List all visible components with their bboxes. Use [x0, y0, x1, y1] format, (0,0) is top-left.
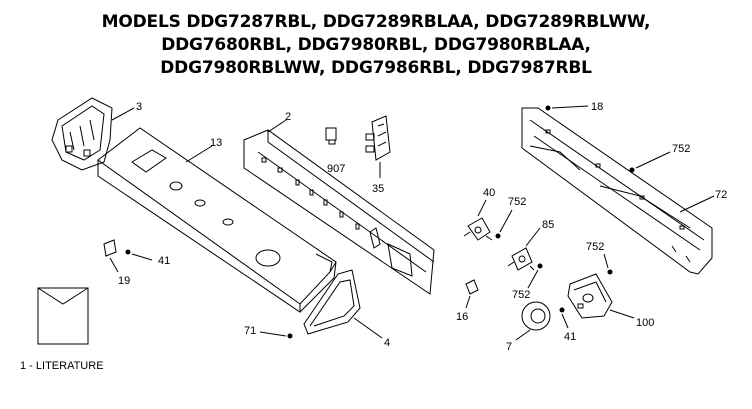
part-40-thermostat[interactable] [463, 199, 493, 241]
label-19: 19 [118, 275, 130, 287]
label-72: 72 [715, 189, 727, 201]
part-41-screw-right[interactable] [559, 307, 569, 329]
label-752-right: 752 [586, 241, 604, 253]
title-line-2: DDG7680RBL, DDG7980RBL, DDG7980RBLAA, [161, 35, 591, 55]
part-3-end-cap[interactable] [51, 97, 135, 171]
label-71: 71 [244, 325, 256, 337]
label-40: 40 [483, 187, 495, 199]
part-85-thermostat[interactable] [507, 227, 541, 271]
part-2-panel-bracket[interactable] [243, 119, 435, 295]
label-41-left: 41 [158, 255, 170, 267]
label-752-middle: 752 [508, 196, 526, 208]
part-100-timer[interactable] [567, 273, 635, 319]
title-line-1: MODELS DDG7287RBL, DDG7289RBLAA, DDG7289… [101, 12, 651, 32]
label-752-lower: 752 [512, 289, 530, 301]
label-16: 16 [456, 311, 468, 323]
label-13: 13 [210, 137, 222, 149]
part-752-screw-lower[interactable] [527, 263, 543, 289]
part-752-screw-top[interactable] [629, 151, 671, 173]
label-18: 18 [591, 101, 603, 113]
part-35-switch-assembly[interactable] [365, 115, 391, 178]
literature-envelope-icon [37, 287, 89, 345]
part-4-end-cap[interactable] [303, 269, 383, 339]
part-72-rear-bracket[interactable] [521, 107, 715, 275]
part-13-control-panel[interactable] [97, 127, 337, 313]
part-752-screw-middle[interactable] [495, 209, 513, 239]
part-16-clip[interactable] [465, 279, 479, 309]
part-907-switch[interactable] [325, 127, 337, 145]
label-752-top: 752 [672, 143, 690, 155]
label-100: 100 [636, 317, 654, 329]
label-907: 907 [327, 163, 345, 175]
part-752-screw-right[interactable] [603, 253, 613, 275]
part-19-clip[interactable] [103, 239, 119, 273]
part-71-screw[interactable] [259, 331, 293, 339]
part-18-screw[interactable] [545, 105, 589, 111]
label-2: 2 [285, 111, 291, 123]
label-85: 85 [542, 219, 554, 231]
title-line-3: DDG7980RBLWW, DDG7986RBL, DDG7987RBL [160, 58, 592, 78]
part-41-screw-left[interactable] [125, 249, 153, 261]
label-4: 4 [384, 337, 390, 349]
label-3: 3 [136, 101, 142, 113]
part-7-knob[interactable] [515, 301, 551, 341]
label-7: 7 [506, 341, 512, 353]
label-41-right: 41 [564, 331, 576, 343]
label-35: 35 [372, 183, 384, 195]
literature-caption: 1 - LITERATURE [20, 360, 104, 372]
